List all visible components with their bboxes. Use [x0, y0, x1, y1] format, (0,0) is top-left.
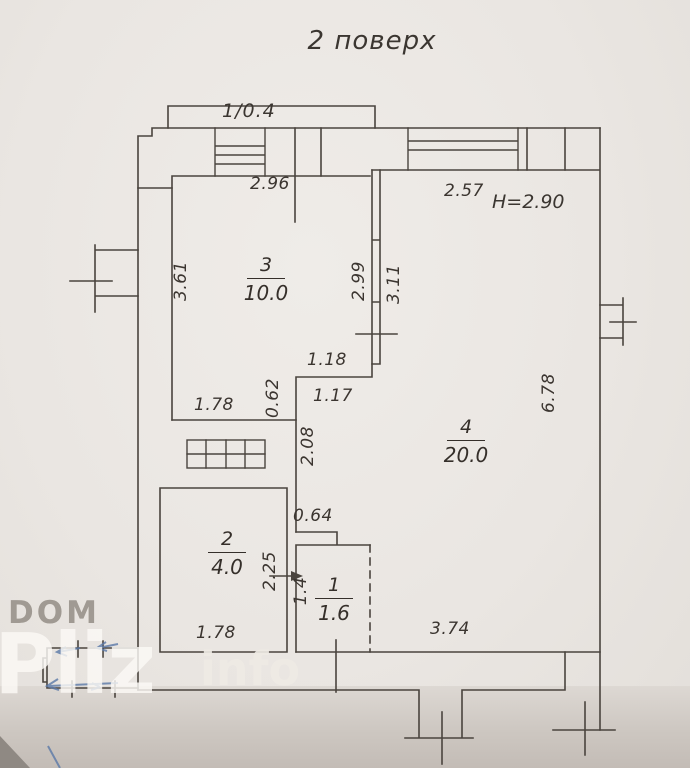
- dim-room3-height: 3.61: [171, 261, 191, 301]
- room2-area: 4.0: [211, 554, 243, 579]
- ceiling-height-note: H=2.90: [492, 191, 565, 213]
- vent-shaft-grid: [186, 439, 266, 469]
- room4-number: 4: [446, 416, 486, 441]
- room3-label: 3 10.0: [236, 254, 296, 306]
- dim-room2-bottom: 1.78: [196, 623, 236, 643]
- watermark-info: info: [200, 642, 301, 696]
- dim-step-upper: 1.18: [307, 350, 347, 370]
- watermark-pliz: Pliz: [0, 615, 156, 713]
- wall-break-right: [599, 297, 637, 346]
- dim-step-width: 0.64: [293, 506, 333, 526]
- scan-corner-shadow: [0, 736, 30, 768]
- window-top-left: [214, 127, 266, 177]
- room3-area: 10.0: [243, 280, 289, 305]
- dim-notch: 0.62: [263, 378, 283, 418]
- room3-number: 3: [246, 254, 286, 279]
- balcony-label: 1/0.4: [222, 100, 276, 122]
- room4-label: 4 20.0: [436, 416, 496, 468]
- dim-wall-right: 3.11: [384, 264, 404, 304]
- wall-break-left: [69, 244, 139, 313]
- dim-room4-height: 6.78: [539, 373, 559, 413]
- dim-room3-width: 2.96: [250, 174, 290, 194]
- room4-area: 20.0: [443, 442, 489, 467]
- dim-room3-bottom: 1.78: [194, 395, 234, 415]
- room1-area: 1.6: [318, 600, 350, 625]
- dim-room4-bottom: 3.74: [430, 619, 470, 639]
- dim-hall: 2.08: [298, 426, 318, 466]
- dim-entry-width: 1.4: [291, 576, 311, 606]
- dim-room4-width: 2.57: [444, 181, 484, 201]
- room2-number: 2: [207, 528, 247, 553]
- room2-label: 2 4.0: [197, 528, 257, 580]
- pen-marks: [44, 641, 119, 768]
- room1-number: 1: [314, 574, 354, 599]
- dim-step-lower: 1.17: [313, 386, 353, 406]
- room1-label: 1 1.6: [304, 574, 364, 626]
- watermark-dom: DOM: [8, 595, 100, 631]
- entry-arrow: [269, 571, 303, 581]
- photo-bottom-shadow: [0, 686, 690, 768]
- window-top-right: [407, 127, 519, 171]
- page-title: 2 поверх: [307, 26, 437, 56]
